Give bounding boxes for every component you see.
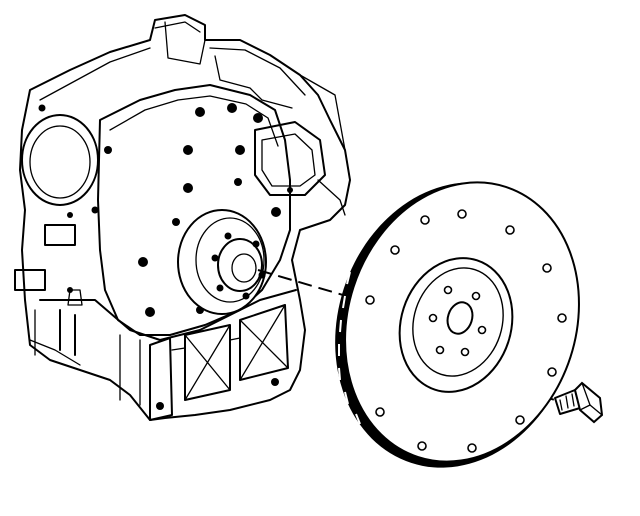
- crankshaft-flange: [177, 209, 267, 315]
- ring-gear-teeth: [338, 249, 361, 425]
- flywheel-bolt: [554, 381, 604, 424]
- engine-block: [14, 14, 351, 421]
- flywheel-hub-holes: [428, 285, 487, 357]
- flywheel: [335, 181, 580, 468]
- flywheel-outer-holes: [365, 209, 567, 453]
